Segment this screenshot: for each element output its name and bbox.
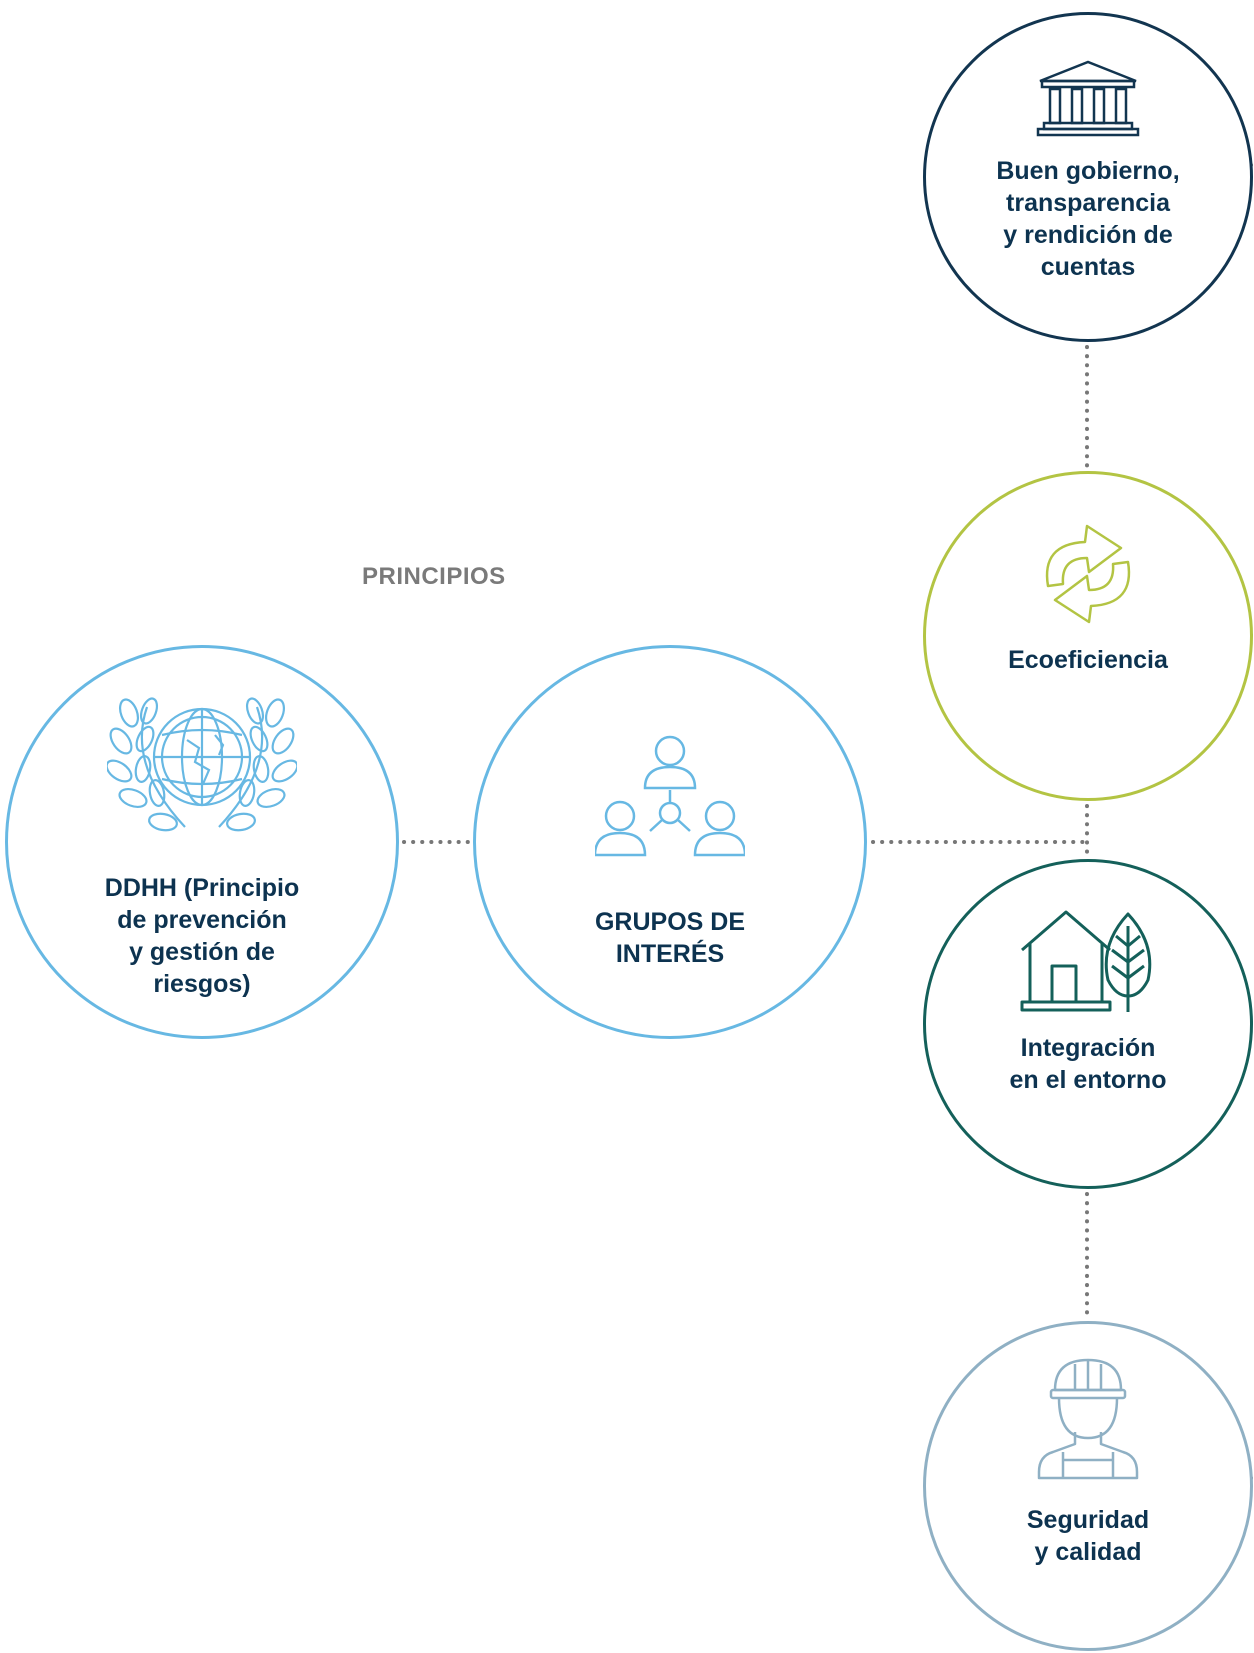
recycle-arrows-icon bbox=[1045, 524, 1131, 624]
node-grupos-de-interes: GRUPOS DE INTERÉS bbox=[473, 645, 867, 1039]
node-seguridad-calidad: Seguridad y calidad bbox=[923, 1321, 1253, 1651]
stakeholders-network-icon bbox=[595, 735, 745, 857]
un-globe-laurel-icon bbox=[107, 697, 297, 832]
worker-helmet-icon bbox=[1037, 1358, 1139, 1480]
node-buen-gobierno-label: Buen gobierno, transparencia y rendición… bbox=[996, 157, 1180, 281]
house-tree-icon bbox=[1020, 910, 1152, 1012]
node-seguridad-label: Seguridad y calidad bbox=[1026, 1506, 1150, 1566]
node-ddhh-label: DDHH (Principio de prevención y gestión … bbox=[104, 874, 300, 998]
node-integracion-label: Integración en el entorno bbox=[1009, 1034, 1167, 1094]
node-integracion-entorno: Integración en el entorno bbox=[923, 859, 1253, 1189]
government-building-icon bbox=[1036, 60, 1140, 137]
section-heading: PRINCIPIOS bbox=[362, 563, 506, 590]
node-ecoeficiencia: Ecoeficiencia bbox=[923, 471, 1253, 801]
node-buen-gobierno: Buen gobierno, transparencia y rendición… bbox=[923, 12, 1253, 342]
node-grupos-label: GRUPOS DE INTERÉS bbox=[594, 908, 746, 968]
node-ecoeficiencia-label: Ecoeficiencia bbox=[1008, 646, 1168, 674]
node-ddhh: DDHH (Principio de prevención y gestión … bbox=[5, 645, 399, 1039]
